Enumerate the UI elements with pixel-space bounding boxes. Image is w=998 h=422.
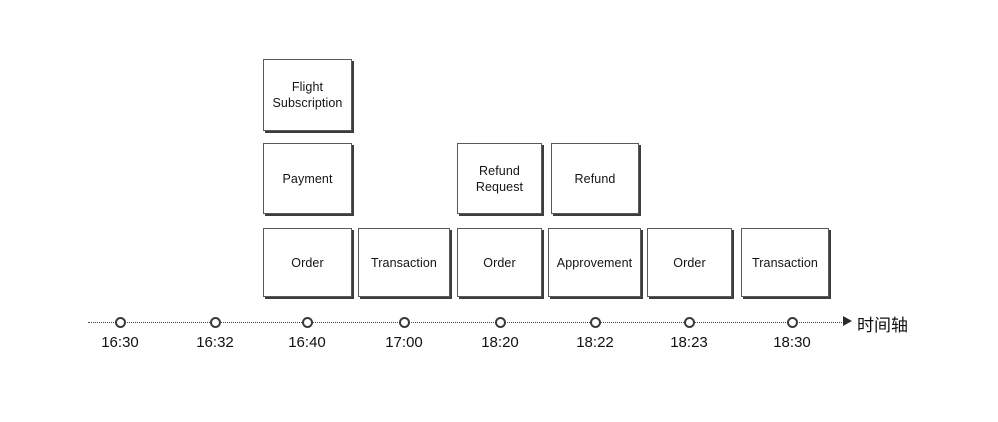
timeline-tick-marker[interactable] [114, 317, 126, 328]
timeline-tick-label: 18:23 [670, 334, 708, 351]
event-box[interactable]: Order [647, 228, 732, 297]
event-box-label: Flight Subscription [272, 80, 343, 110]
timeline-tick-marker[interactable] [589, 317, 601, 328]
event-box[interactable]: Transaction [741, 228, 829, 297]
timeline-tick-marker[interactable] [494, 317, 506, 328]
timeline-tick-label: 16:32 [196, 334, 234, 351]
timeline-tick-label: 16:40 [288, 334, 326, 351]
timeline-tick-marker[interactable] [301, 317, 313, 328]
event-box-label: Refund [574, 171, 616, 186]
event-box[interactable]: Refund [551, 143, 639, 214]
event-box-label: Order [291, 255, 324, 270]
event-box[interactable]: Refund Request [457, 143, 542, 214]
event-box[interactable]: Payment [263, 143, 352, 214]
event-box-label: Order [673, 255, 706, 270]
timeline-tick-label: 18:20 [481, 334, 519, 351]
event-box-label: Refund Request [475, 163, 524, 194]
timeline-tick-marker[interactable] [786, 317, 798, 328]
event-box-label: Payment [282, 171, 333, 186]
event-box[interactable]: Flight Subscription [263, 59, 352, 131]
timeline-arrow-icon [843, 316, 852, 326]
timeline-tick-label: 16:30 [101, 334, 139, 351]
event-box-label: Order [483, 255, 516, 270]
event-box[interactable]: Order [263, 228, 352, 297]
timeline-tick-label: 17:00 [385, 334, 423, 351]
timeline-tick-label: 18:30 [773, 334, 811, 351]
timeline-tick-marker[interactable] [398, 317, 410, 328]
event-box-label: Transaction [371, 255, 437, 270]
timeline-tick-label: 18:22 [576, 334, 614, 351]
event-box[interactable]: Approvement [548, 228, 641, 297]
timeline-axis-title: 时间轴 [857, 316, 908, 335]
event-box[interactable]: Order [457, 228, 542, 297]
event-box-label: Transaction [752, 255, 818, 270]
timeline-tick-marker[interactable] [683, 317, 695, 328]
timeline-tick-marker[interactable] [209, 317, 221, 328]
event-box[interactable]: Transaction [358, 228, 450, 297]
event-box-label: Approvement [556, 255, 633, 270]
timeline-axis-line [88, 322, 848, 323]
